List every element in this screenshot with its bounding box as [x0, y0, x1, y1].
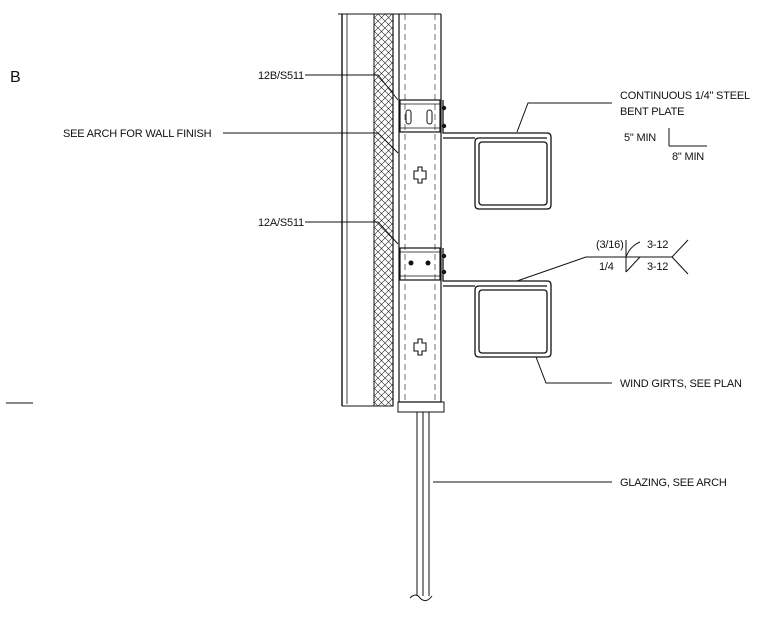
wall-finish-label: SEE ARCH FOR WALL FINISH	[63, 128, 212, 140]
ref-12b-label: 12B/S511	[258, 70, 304, 82]
dim-8-min-label: 8" MIN	[672, 151, 704, 163]
bent-plate-label-line1: CONTINUOUS 1/4" STEEL	[620, 90, 750, 102]
lower-clip-connection	[399, 247, 447, 281]
upper-clip-connection	[399, 99, 447, 133]
dimension-min-angle	[668, 128, 707, 147]
insulation-hatch	[373, 13, 394, 407]
weld-bottom-length: 3-12	[647, 261, 668, 273]
glazing-label: GLAZING, SEE ARCH	[620, 477, 727, 489]
dim-5-min-label: 5" MIN	[624, 132, 656, 144]
lower-wind-girt	[478, 289, 548, 354]
ref-12a-label: 12A/S511	[258, 217, 304, 229]
glazing-mullion	[397, 401, 445, 602]
weld-symbol	[610, 239, 689, 275]
lower-bent-plate	[442, 248, 552, 358]
leader-lines	[223, 74, 612, 483]
weld-top-length: 3-12	[647, 239, 668, 251]
upper-wind-girt	[478, 141, 548, 206]
steel-stud	[392, 13, 442, 406]
weld-top-size: (3/16)	[596, 239, 624, 251]
weld-bottom-size: 1/4	[599, 261, 614, 273]
upper-bent-plate	[442, 100, 552, 210]
grid-mark-label: B	[10, 69, 21, 86]
bent-plate-label-line2: BENT PLATE	[620, 106, 684, 118]
wind-girts-label: WIND GIRTS, SEE PLAN	[620, 378, 742, 390]
